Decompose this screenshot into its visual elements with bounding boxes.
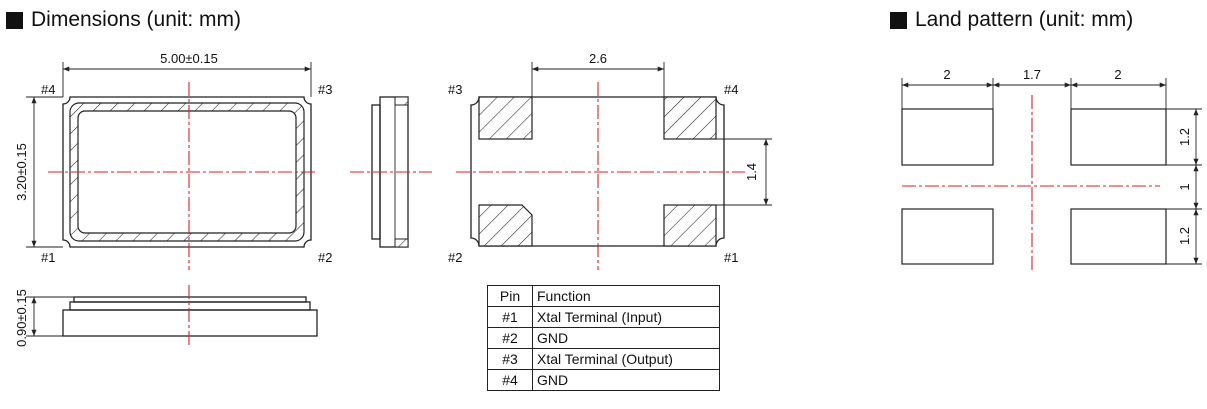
- table-cell-function: Xtal Terminal (Output): [532, 348, 720, 370]
- table-cell-function: GND: [532, 369, 720, 391]
- land-pad-bottom-left: [901, 208, 994, 265]
- width-dimension-label: 3.20±0.15: [14, 143, 29, 201]
- dimensions-heading: Dimensions (unit: mm): [6, 8, 241, 32]
- pin-function-table: Pin Function #1 Xtal Terminal (Input) #2…: [487, 285, 720, 391]
- bottom-view-pin4-label: #4: [724, 82, 738, 97]
- top-view: [48, 82, 318, 270]
- pad-2: [478, 204, 533, 247]
- bottom-view-pin1-label: #1: [724, 250, 738, 265]
- bottom-view-pin3-label: #3: [448, 82, 462, 97]
- land-pad-height-label-top: 1.2: [1177, 128, 1192, 146]
- pad-gap-label: 1.4: [744, 163, 759, 181]
- pad-pitch-label: 2.6: [589, 51, 607, 66]
- square-bullet-icon: [890, 11, 907, 29]
- table-cell-pin: #1: [487, 306, 533, 328]
- table-cell-function: Xtal Terminal (Input): [532, 306, 720, 328]
- table-cell-pin: #3: [487, 348, 533, 370]
- height-dimension-label: 0.90±0.15: [14, 289, 29, 347]
- land-pad-spacing-label: 1.7: [1023, 67, 1041, 82]
- pad-3: [478, 96, 533, 140]
- dimensions-heading-text: Dimensions (unit: mm): [31, 8, 242, 31]
- table-row: #3 Xtal Terminal (Output): [487, 348, 720, 370]
- land-pattern-heading-text: Land pattern (unit: mm): [915, 8, 1134, 31]
- pad-4: [663, 96, 717, 140]
- top-view-pin4-label: #4: [41, 82, 55, 97]
- table-row: #4 GND: [487, 369, 720, 391]
- bottom-view-pin2-label: #2: [448, 250, 462, 265]
- side-view: [350, 96, 432, 248]
- bottom-view: [456, 82, 745, 270]
- land-pad-width-label-left: 2: [943, 67, 950, 82]
- land-pattern-view: [901, 95, 1167, 270]
- table-cell-pin: #2: [487, 327, 533, 349]
- land-pad-top-left: [901, 108, 994, 166]
- table-cell-function: GND: [532, 327, 720, 349]
- table-header-pin: Pin: [487, 285, 533, 307]
- top-view-pin1-label: #1: [41, 250, 55, 265]
- land-pattern-heading: Land pattern (unit: mm): [890, 8, 1133, 32]
- top-view-pin3-label: #3: [318, 82, 332, 97]
- square-bullet-icon: [6, 11, 23, 29]
- land-pad-height-label-bottom: 1.2: [1177, 227, 1192, 245]
- length-dimension-label: 5.00±0.15: [160, 51, 218, 66]
- pad-1: [663, 204, 717, 247]
- land-pad-width-label-right: 2: [1114, 67, 1121, 82]
- land-pad-bottom-right: [1070, 208, 1167, 265]
- table-header-row: Pin Function: [487, 285, 720, 307]
- table-row: #1 Xtal Terminal (Input): [487, 306, 720, 328]
- top-view-pin2-label: #2: [318, 250, 332, 265]
- table-header-function: Function: [532, 285, 720, 307]
- table-cell-pin: #4: [487, 369, 533, 391]
- table-row: #2 GND: [487, 327, 720, 349]
- land-pad-top-right: [1070, 108, 1167, 166]
- front-view: [62, 285, 318, 345]
- land-pad-gap-label: 1: [1177, 183, 1192, 190]
